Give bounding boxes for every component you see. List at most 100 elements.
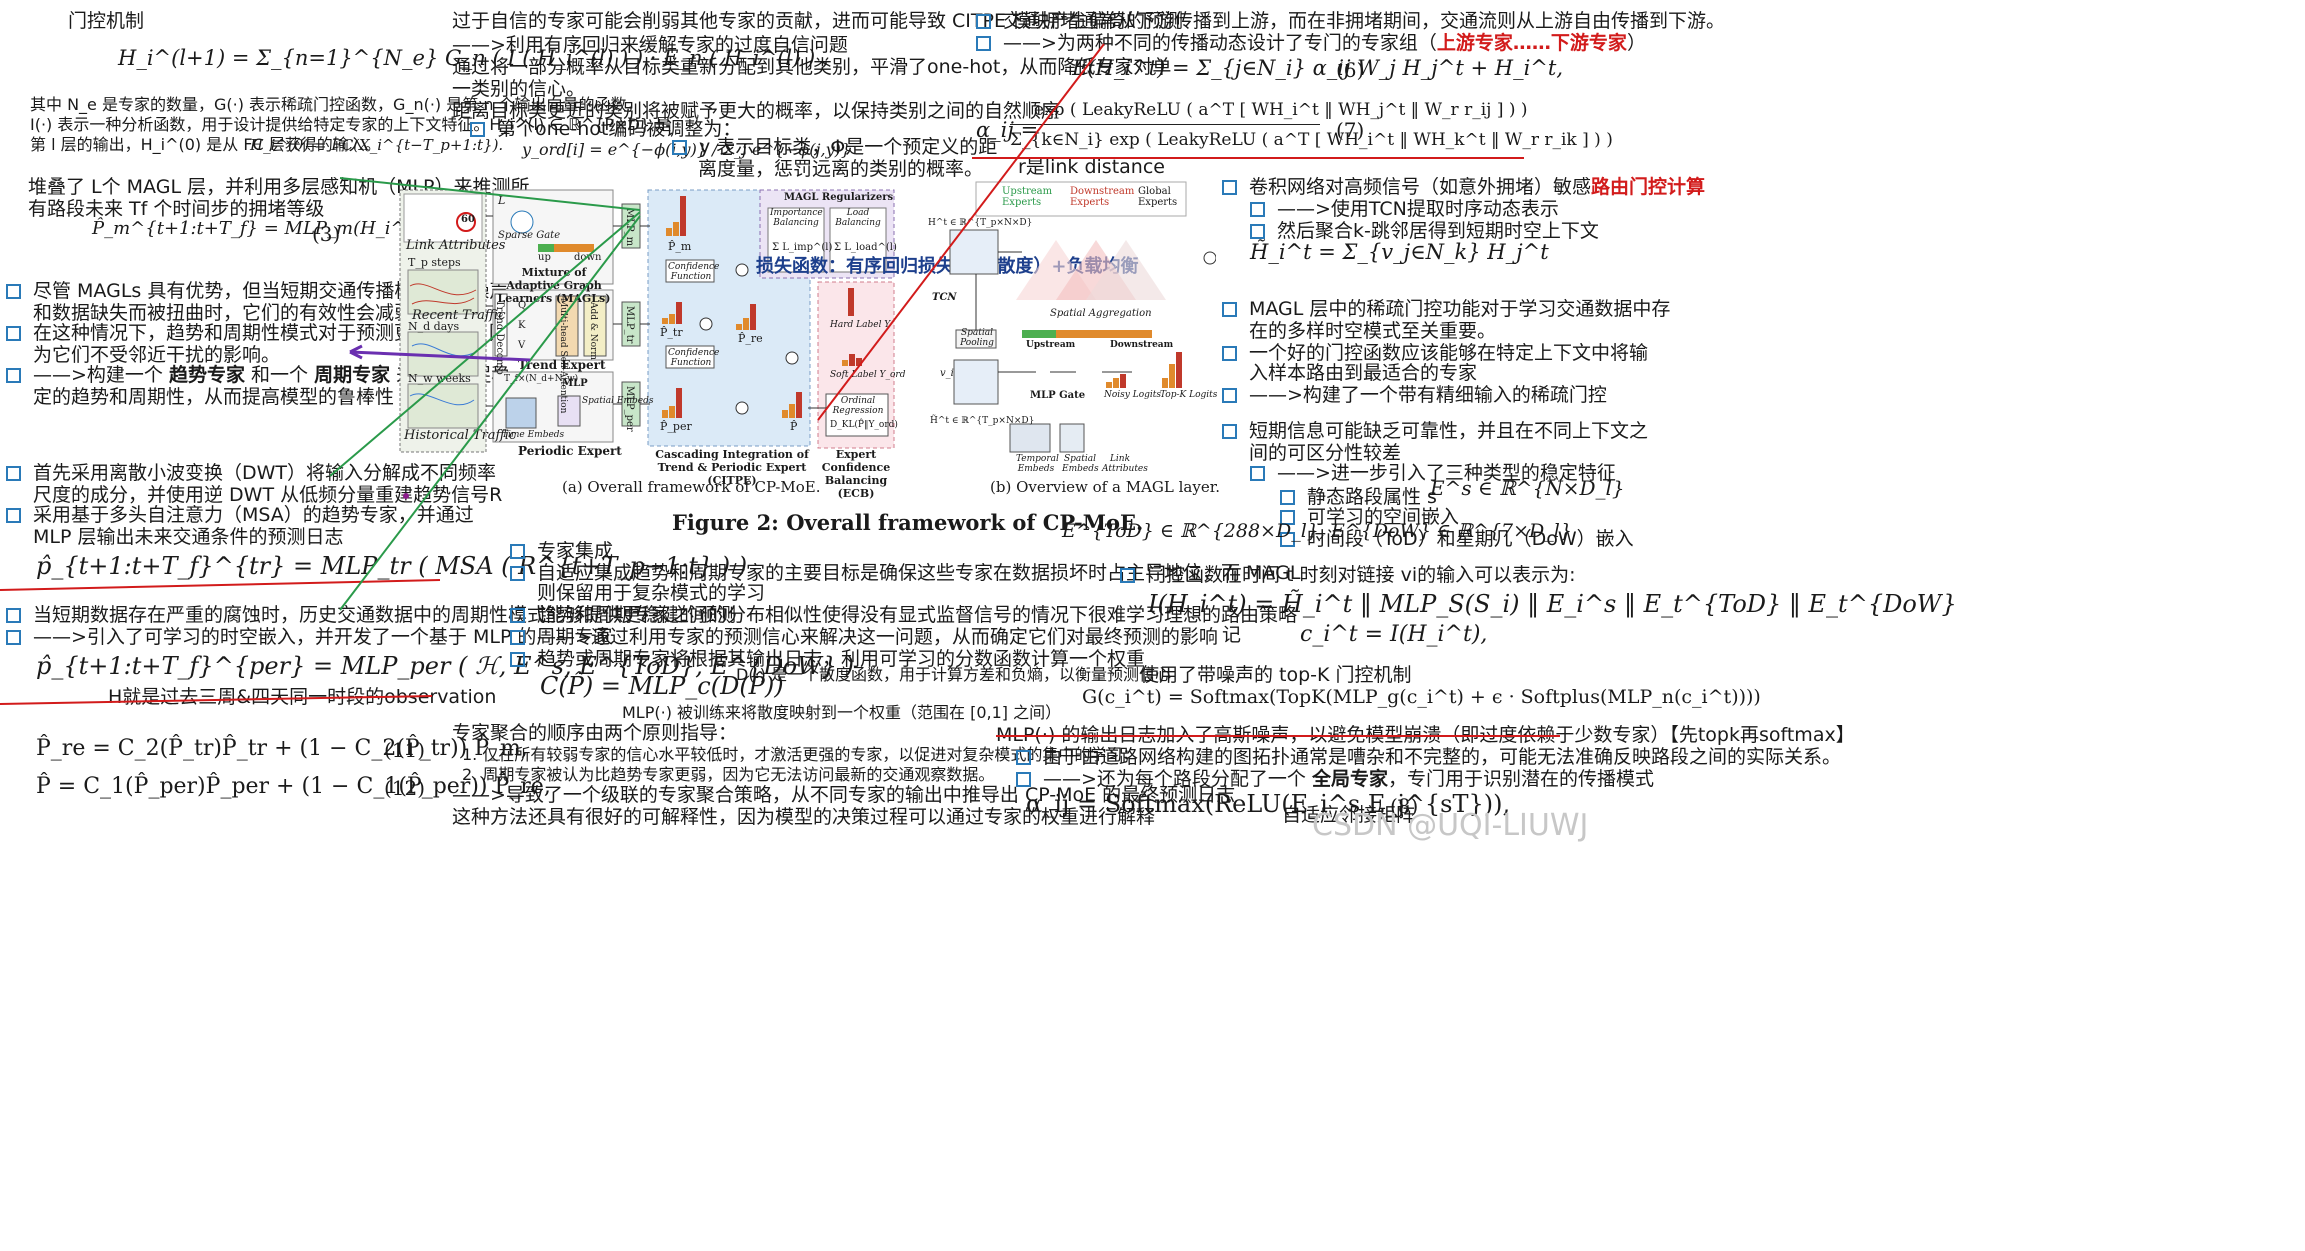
label: TCN — [932, 292, 957, 303]
list-item[interactable]: 时间段（ToD）和星期几（DoW）嵌入 — [1280, 524, 1634, 554]
logit-bar — [736, 324, 742, 330]
note: MLP(·) 被训练来将散度映射到一个权重（范围在 [0,1] 之间） — [622, 703, 1062, 722]
logit-bar — [676, 302, 682, 324]
list-item[interactable]: MAGL 层中的稀疏门控功能对于学习交通数据中存 — [1222, 294, 1670, 324]
label: Spatial Embeds — [582, 396, 654, 406]
checkbox[interactable] — [1222, 388, 1237, 403]
list-item-cont: 在的多样时空模式至关重要。 — [1249, 320, 1497, 342]
label: Trend Expert — [518, 358, 606, 372]
equation-number: (6) — [1336, 58, 1365, 82]
label: L — [498, 194, 506, 207]
checkbox[interactable] — [1016, 750, 1031, 765]
checkbox[interactable] — [1222, 302, 1237, 317]
checkbox[interactable] — [1250, 224, 1265, 239]
list-item[interactable]: 卷积网络对高频信号（如意外拥堵）敏感路由门控计算 — [1222, 172, 1705, 202]
checkbox[interactable] — [1222, 346, 1237, 361]
list-item[interactable]: ——>使用TCN提取时序动态表示 — [1250, 194, 1559, 224]
list-item[interactable]: ——>引入了可学习的时空嵌入，并开发了一个基于 MLP 的周期专家 — [6, 622, 612, 652]
label: Trend Decomp — [494, 300, 505, 375]
checkbox[interactable] — [470, 122, 485, 137]
checkbox[interactable] — [1250, 466, 1265, 481]
checkbox[interactable] — [976, 36, 991, 51]
equation-6: E(H_i^t) = Σ_{j∈N_i} α_ij W_j H_j^t + H_… — [1072, 56, 1564, 80]
list-item[interactable]: ——>通过利用专家的预测信心来解决这一问题，从而确定它们对最终预测的影响 — [510, 622, 1218, 652]
paragraph: 第 l 层的输出，H_i^(0) 是从 FC 层获得的输入。 — [30, 135, 381, 154]
checkbox[interactable] — [6, 284, 21, 299]
equation-11: P̂_re = C_2(P̂_tr)P̂_tr + (1 − C_2(P̂_tr… — [36, 736, 528, 761]
list-item[interactable]: 然后聚合k-跳邻居得到短期时空上下文 — [1250, 216, 1599, 246]
speed-sign: 60 — [461, 214, 475, 225]
label: Q — [518, 300, 527, 311]
logit-bar — [1162, 378, 1168, 388]
logit-bar — [662, 410, 668, 418]
checkbox[interactable] — [672, 140, 687, 155]
logit-bar — [750, 304, 756, 330]
fraction-bar — [1010, 124, 1320, 125]
equation-number: (8) — [1390, 794, 1419, 818]
red-underline — [0, 579, 441, 591]
gate-equation: H_i^(l+1) = Σ_{n=1}^{N_e} G_n ( I ( H_i^… — [118, 46, 829, 70]
checkbox[interactable] — [510, 630, 525, 645]
equation-number: (3) — [312, 222, 341, 246]
list-item[interactable]: 一个好的门控函数应该能够在特定上下文中将输 — [1222, 338, 1648, 368]
legend-global: Global Experts — [1138, 186, 1178, 208]
list-item[interactable]: 趋势或周期专家将根据其输出日志，利用可学习的分数函数计算一个权重 — [510, 644, 1145, 674]
list-item[interactable]: 第个one-hot编码被调整为： — [470, 114, 741, 144]
checkbox[interactable] — [6, 508, 21, 523]
label: N_d days — [408, 320, 460, 333]
checkbox[interactable] — [6, 368, 21, 383]
logit-bar — [849, 354, 855, 366]
label: Historical Traffic — [404, 428, 517, 443]
mlp-equation: P̂_m^{t+1:t+T_f} = MLP_m(H_i^(L)). — [92, 218, 445, 239]
label: T_p steps — [408, 256, 461, 269]
list-item[interactable]: 短期信息可能缺乏可靠性，并且在不同上下文之 — [1222, 416, 1648, 446]
checkbox[interactable] — [1280, 532, 1295, 547]
checkbox[interactable] — [1120, 568, 1135, 583]
label: Link Attributes — [406, 238, 506, 253]
figure-a: Link Attributes T_p steps Recent Traffic… — [398, 186, 958, 500]
paragraph: 有路段未来 Tf 个时间步的拥堵等级 — [28, 198, 325, 220]
logit-bar — [662, 318, 668, 324]
logit-bar — [1106, 382, 1112, 388]
label: MLP Gate — [1030, 390, 1086, 401]
checkbox[interactable] — [1222, 424, 1237, 439]
checkbox[interactable] — [1222, 180, 1237, 195]
checkbox[interactable] — [510, 608, 525, 623]
label: P̂_tr — [660, 326, 683, 339]
list-item[interactable]: ——>进一步引入了三种类型的稳定特征 — [1250, 458, 1616, 488]
checkbox[interactable] — [510, 652, 525, 667]
equation-8: α_ij = Softmax(ReLU(E_i^s E_j^{sT})), — [1026, 790, 1511, 818]
list-item[interactable]: 由于由道路网络构建的图拓扑通常是嘈杂和不完整的，可能无法准确反映路段之间的实际关… — [1016, 742, 1841, 772]
paragraph: ——>利用有序回归来缓解专家的过度自信问题 — [452, 34, 848, 56]
checkbox[interactable] — [1280, 510, 1295, 525]
equation-7-denominator: Σ_{k∈N_i} exp ( LeakyReLU ( a^T [ WH_i^t… — [1010, 130, 1613, 150]
checkbox[interactable] — [6, 326, 21, 341]
equation-number: (11) — [384, 738, 426, 762]
checkbox[interactable] — [1280, 490, 1295, 505]
confidence-equation: C(P̂) = MLP_c(D(P̂)) — [540, 672, 784, 700]
checkbox[interactable] — [6, 608, 21, 623]
logit-bar — [669, 406, 675, 418]
paragraph: 专家聚合的顺序由两个原则指导： — [452, 722, 738, 744]
legend-downstream: Downstream Experts — [1070, 186, 1135, 208]
list-item[interactable]: 可学习的空间嵌入 — [1280, 502, 1459, 532]
checkbox[interactable] — [510, 566, 525, 581]
logit-bar — [669, 314, 675, 324]
checkbox[interactable] — [1016, 772, 1031, 787]
checkbox[interactable] — [1250, 202, 1265, 217]
list-item-cont: 入样本路由到最适合的专家 — [1249, 362, 1478, 384]
checkbox[interactable] — [6, 630, 21, 645]
checkbox[interactable] — [510, 544, 525, 559]
logit-bar — [743, 318, 749, 330]
list-item[interactable]: ——>为两种不同的传播动态设计了专门的专家组（上游专家……下游专家） — [976, 28, 1646, 58]
checkbox[interactable] — [976, 14, 991, 29]
label: Confidence Function — [668, 348, 720, 368]
checkbox[interactable] — [6, 466, 21, 481]
list-item[interactable]: 门控函数在时间 t 时刻对链接 vi的输入可以表示为: — [1120, 560, 1576, 590]
list-item-cont: 定的趋势和周期性，从而提高模型的鲁棒性 — [33, 386, 395, 408]
list-item[interactable]: 交通拥堵通常从下游传播到上游，而在非拥堵期间，交通流则从上游自由传播到下游。 — [976, 6, 1725, 36]
list-item[interactable]: ——>还为每个路段分配了一个 全局专家，专门用于识别潜在的传播模式 — [1016, 764, 1654, 794]
list-item[interactable]: ——>构建了一个带有精细输入的稀疏门控 — [1222, 380, 1607, 410]
list-item[interactable]: 静态路段属性 s — [1280, 482, 1437, 512]
label: Link Attributes — [1102, 454, 1148, 474]
